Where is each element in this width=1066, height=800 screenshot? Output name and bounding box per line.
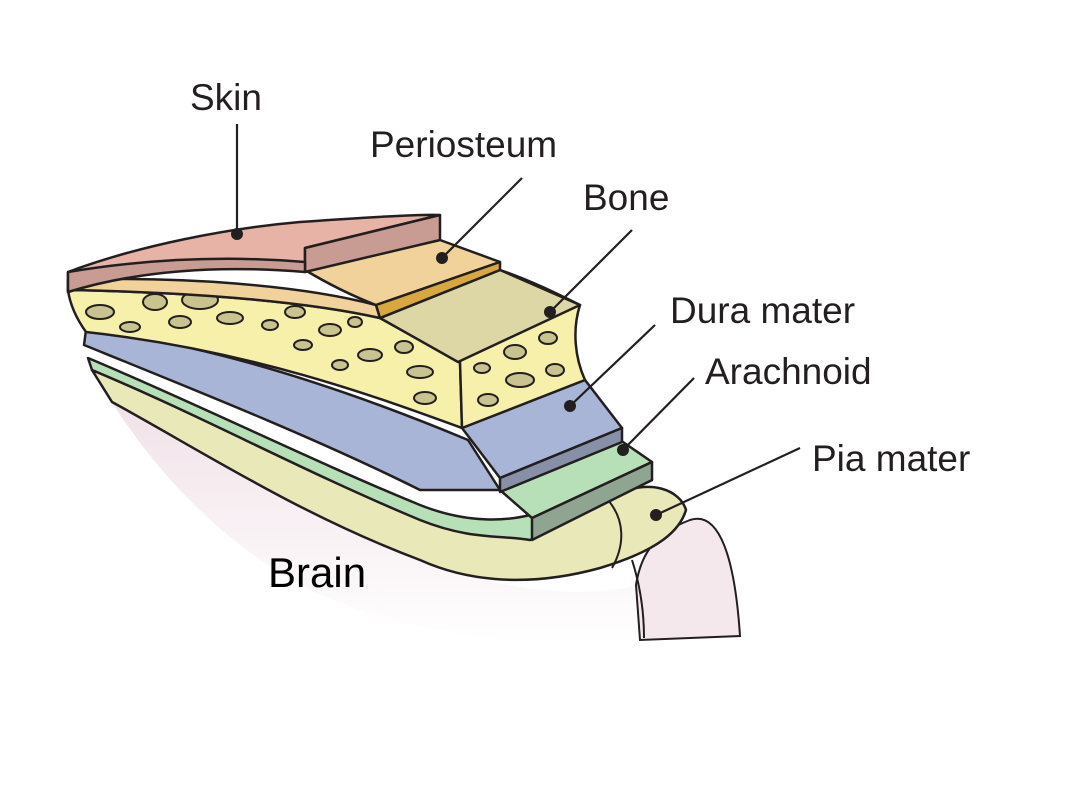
arachnoid-label: Arachnoid xyxy=(705,351,872,392)
periosteum-band xyxy=(374,260,502,320)
skin-under xyxy=(66,257,307,294)
pia-mater-label: Pia mater xyxy=(812,438,970,479)
brain-tissue xyxy=(112,402,636,644)
pia-mater-marker xyxy=(650,509,662,521)
bone-label: Bone xyxy=(583,177,669,218)
bone-cavities xyxy=(85,285,565,407)
dura-side xyxy=(498,426,624,494)
arachnoid-marker xyxy=(617,444,629,456)
dura-mater-leader xyxy=(569,324,656,407)
pia-mater-fold xyxy=(607,499,623,569)
brain-gyrus-edge xyxy=(631,559,645,639)
bone-leader xyxy=(549,229,633,313)
pia-mater-leader xyxy=(655,447,801,516)
dura-mater-label: Dura mater xyxy=(670,290,855,331)
periosteum-label: Periosteum xyxy=(370,124,557,165)
dura-mater-marker xyxy=(564,400,576,412)
brain-gyrus xyxy=(634,517,742,642)
periosteum-leader xyxy=(441,177,523,259)
skin-label: Skin xyxy=(190,77,262,118)
arachnoid-leader xyxy=(622,377,695,451)
arachnoid-side xyxy=(530,460,654,542)
bone-marker xyxy=(544,306,556,318)
periosteum-marker xyxy=(436,252,448,264)
brain-label: Brain xyxy=(268,549,366,596)
skin-marker xyxy=(231,228,243,240)
